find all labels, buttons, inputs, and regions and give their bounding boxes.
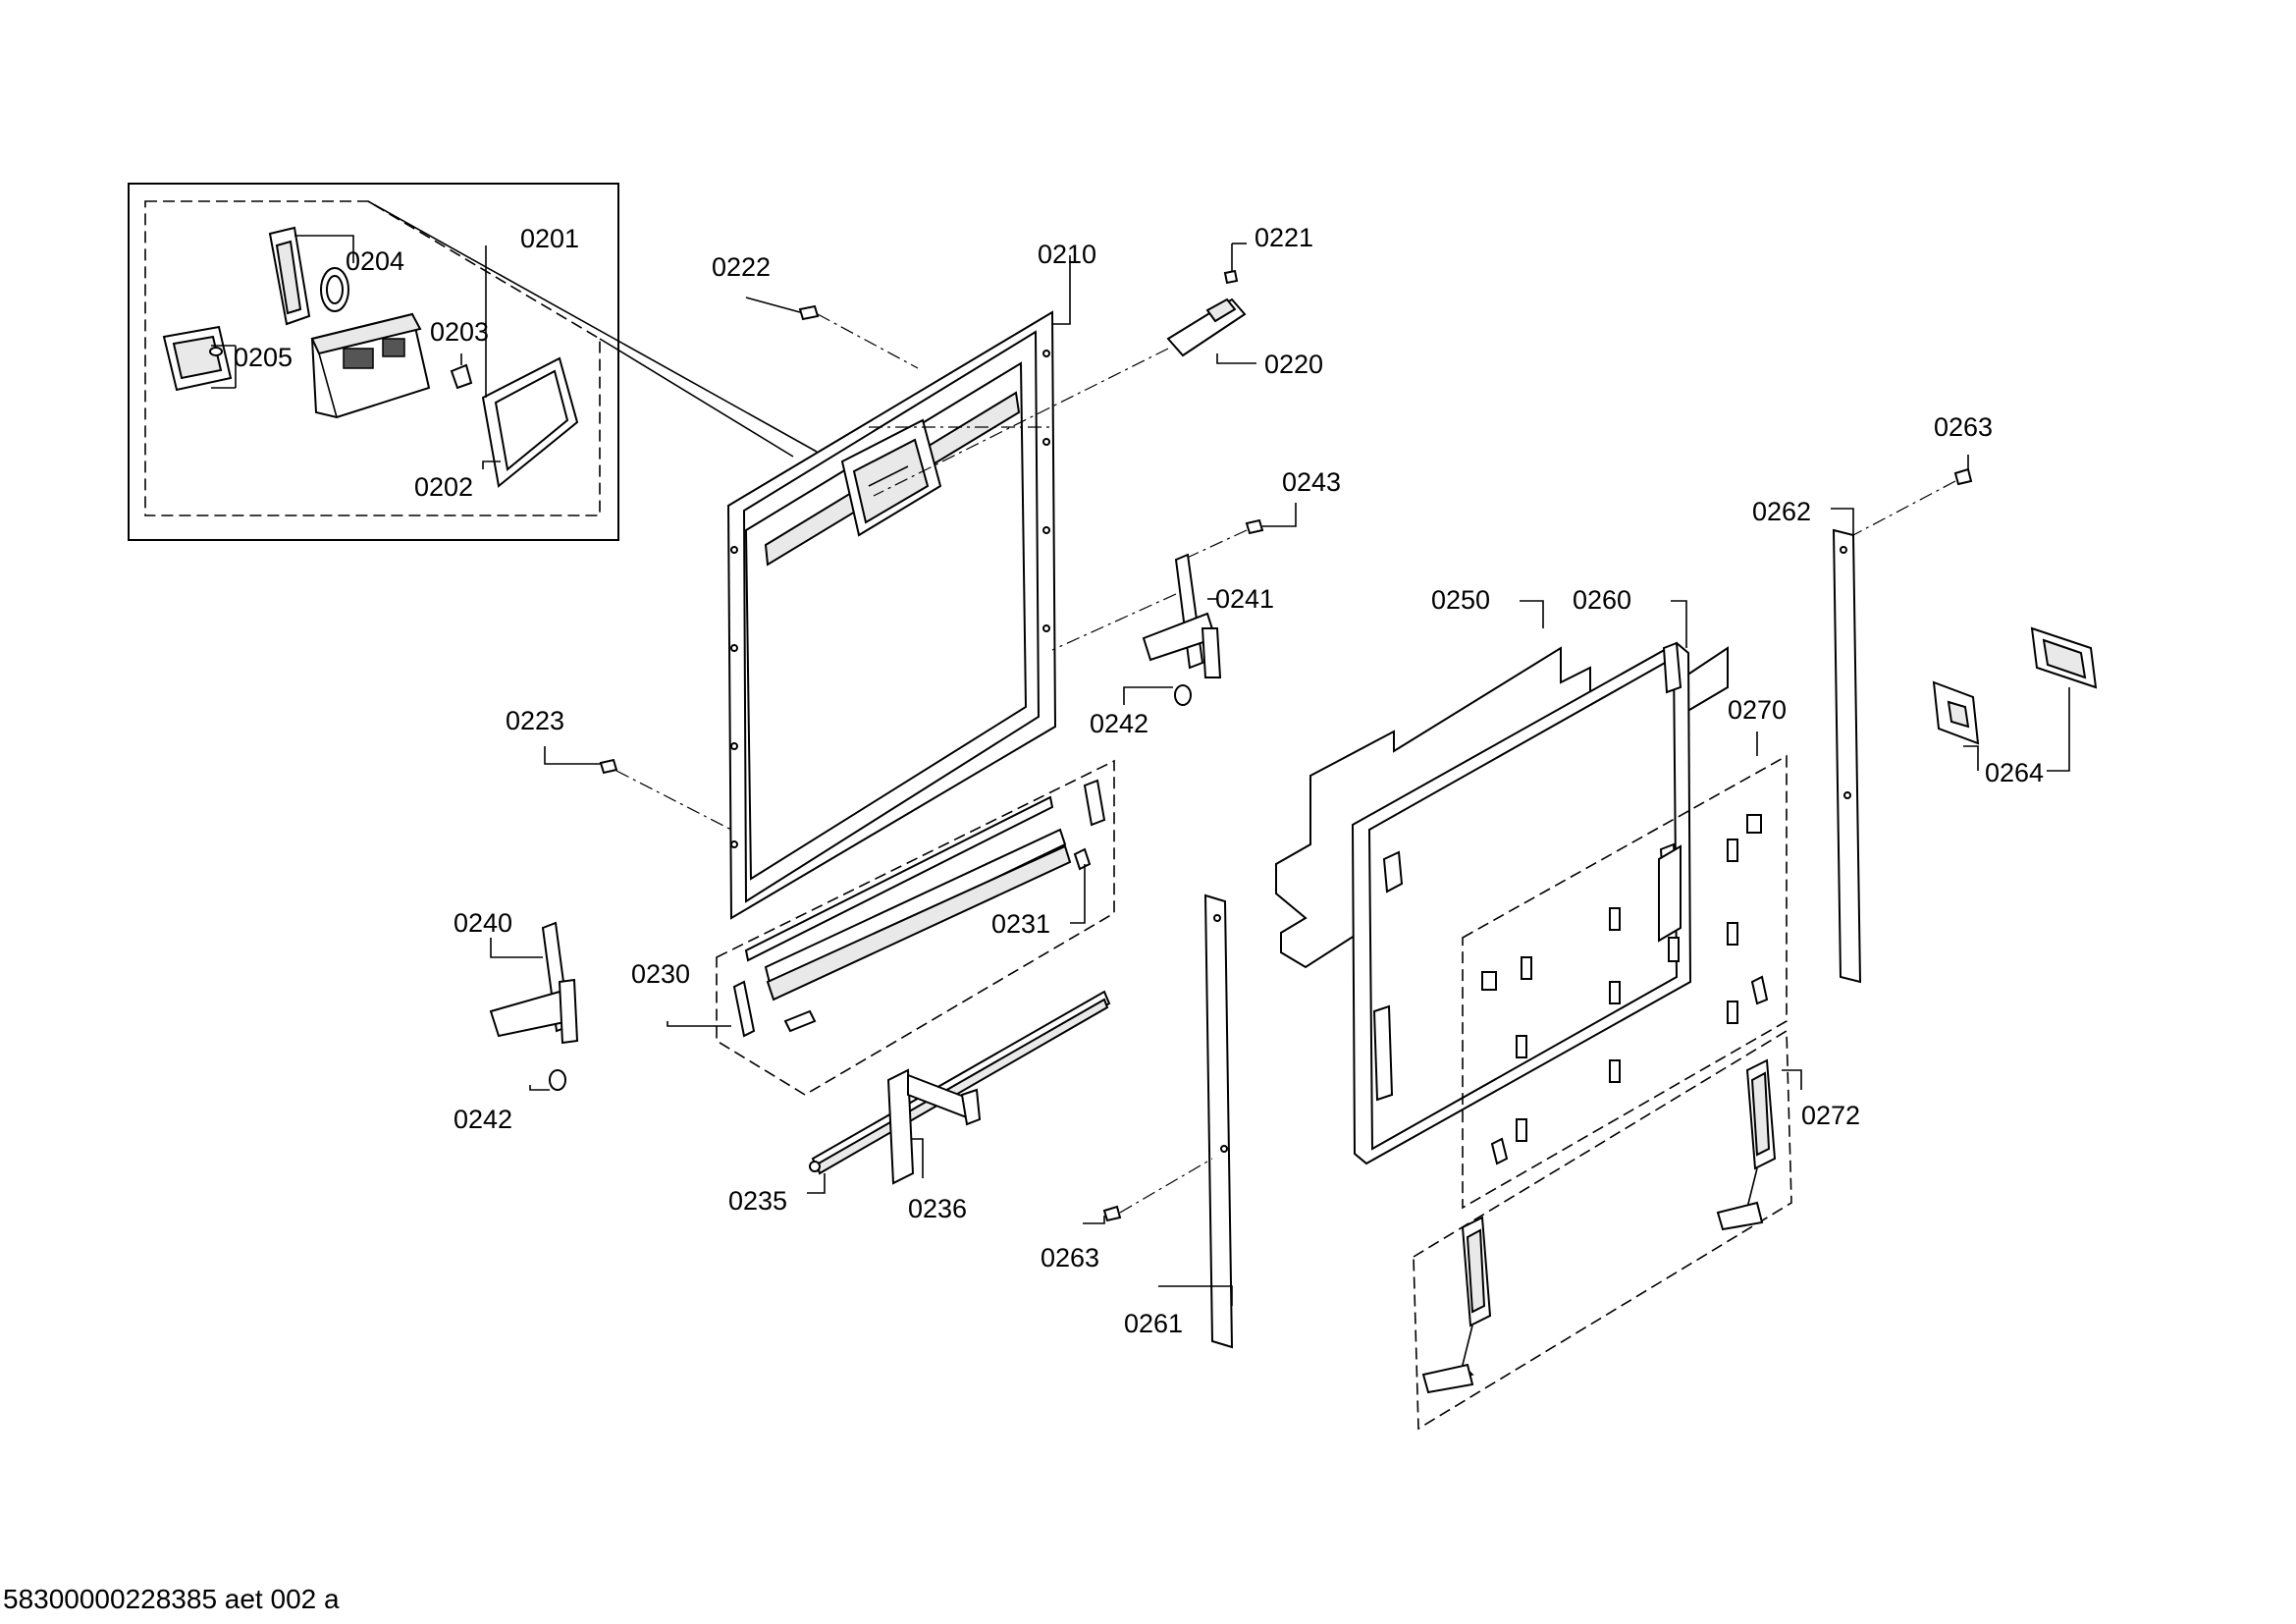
screw-0222 (745, 297, 919, 369)
label-0203: 0203 (430, 317, 489, 347)
label-0242-left: 0242 (454, 1105, 512, 1134)
clip-0242-right (1123, 684, 1192, 706)
label-0263-upper: 0263 (1934, 412, 1993, 442)
label-0205: 0205 (234, 343, 293, 372)
label-0263-lower: 0263 (1041, 1243, 1099, 1272)
strip-0261 (1158, 893, 1234, 1349)
badge-0264 (1932, 626, 2098, 772)
label-0236: 0236 (908, 1194, 967, 1223)
label-0243: 0243 (1282, 467, 1341, 497)
hinge-0240 (489, 921, 579, 1045)
label-0240: 0240 (454, 908, 512, 938)
frame-part-0202 (481, 356, 579, 488)
label-0270: 0270 (1728, 695, 1787, 725)
bracket-0236 (886, 1068, 982, 1185)
screw-0263-lower (1083, 1158, 1213, 1224)
panel-part-0205 (162, 325, 237, 392)
label-0204: 0204 (346, 246, 404, 276)
label-0221: 0221 (1255, 223, 1313, 252)
clip-0242-left (529, 1069, 566, 1091)
label-0235: 0235 (728, 1186, 787, 1216)
screw-0243 (1182, 503, 1297, 561)
screw-0223 (544, 746, 732, 831)
drawing-id: 58300000228385 aet 002 a (3, 1584, 340, 1614)
label-0264: 0264 (1985, 758, 2044, 787)
rail-assembly-0230 (667, 759, 1115, 1096)
label-0272: 0272 (1801, 1101, 1860, 1130)
label-0230: 0230 (631, 959, 690, 989)
label-0241: 0241 (1215, 584, 1274, 614)
label-0261: 0261 (1124, 1309, 1183, 1338)
label-0242-right: 0242 (1090, 709, 1148, 738)
label-0222: 0222 (712, 252, 771, 282)
handle-part-0204 (268, 226, 354, 326)
group-0272 (1413, 1029, 1802, 1431)
latch-0220 (873, 298, 1256, 497)
group-0270 (1462, 731, 1788, 1210)
label-0262: 0262 (1752, 497, 1811, 526)
hinge-0241 (1051, 553, 1222, 678)
panel-0260 (1351, 600, 1692, 1165)
label-0250: 0250 (1431, 585, 1490, 615)
bar-0235 (807, 990, 1111, 1194)
label-0260: 0260 (1573, 585, 1631, 615)
strip-0262 (1831, 508, 1862, 984)
label-0210: 0210 (1038, 240, 1096, 269)
label-0201: 0201 (520, 224, 579, 253)
label-0220: 0220 (1264, 350, 1323, 379)
clip-part-0203 (450, 353, 473, 390)
door-panel-0210 (726, 255, 1071, 920)
control-unit-part (310, 312, 431, 419)
label-0223: 0223 (506, 706, 564, 735)
label-0231: 0231 (991, 909, 1050, 939)
screw-0221 (1223, 243, 1247, 285)
label-0202: 0202 (414, 472, 473, 502)
screw-0263-upper (1852, 455, 1973, 536)
detail-inset-0201 (128, 183, 818, 541)
